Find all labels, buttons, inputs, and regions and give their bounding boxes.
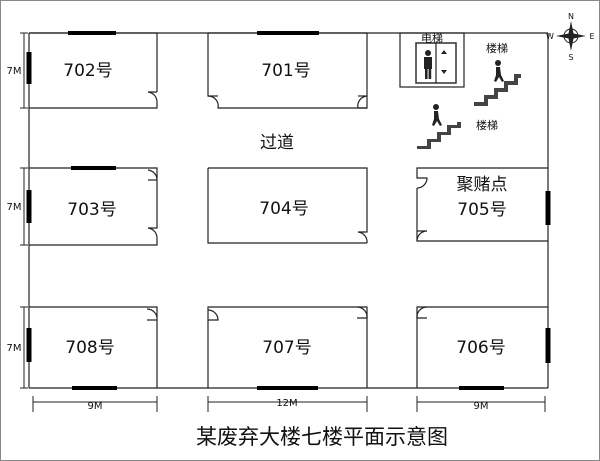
dimension-left-bottom: 7M (7, 343, 22, 354)
room-702-label: 702号 (63, 61, 112, 81)
room-703-label: 703号 (67, 200, 116, 220)
dimension-left-top: 7M (7, 66, 22, 77)
compass-icon (556, 21, 586, 51)
compass-east: E (589, 32, 594, 41)
corridor-label: 过道 (260, 133, 294, 153)
room-703 (26, 166, 158, 246)
room-706-label: 706号 (456, 338, 505, 358)
dimension-bottom-mid: 12M (276, 398, 297, 409)
room-706 (416, 306, 551, 390)
compass-south: S (568, 53, 573, 62)
compass-north: N (568, 12, 574, 21)
stairs-top-label: 楼梯 (486, 41, 508, 55)
room-707 (207, 306, 368, 390)
room-708 (26, 306, 158, 390)
diagram-title: 某废弃大楼七楼平面示意图 (196, 425, 448, 449)
dimension-bottom-left: 9M (88, 401, 103, 412)
room-701 (207, 31, 368, 109)
room-707-label: 707号 (262, 338, 311, 358)
room-705-label: 705号 (457, 200, 506, 220)
room-702 (26, 31, 158, 109)
dimension-left-mid: 7M (7, 202, 22, 213)
room-701-label: 701号 (261, 61, 310, 81)
left-dimensions (20, 32, 28, 389)
room-704 (207, 167, 368, 244)
stairs-top-icon (474, 60, 521, 106)
elevator-area (399, 32, 465, 88)
elevator-label: 电梯 (421, 32, 443, 45)
dimension-bottom-right: 9M (474, 401, 489, 412)
bottom-dimensions (32, 396, 546, 412)
elevator-person-icon (424, 50, 447, 79)
room-708-label: 708号 (65, 338, 114, 358)
stairs-bottom-label: 楼梯 (476, 118, 498, 132)
stairs-bottom-icon (417, 104, 461, 149)
compass-west: W (546, 32, 554, 41)
gambling-spot-label: 聚赌点 (457, 175, 508, 195)
room-705 (416, 167, 551, 242)
room-704-label: 704号 (259, 199, 308, 219)
